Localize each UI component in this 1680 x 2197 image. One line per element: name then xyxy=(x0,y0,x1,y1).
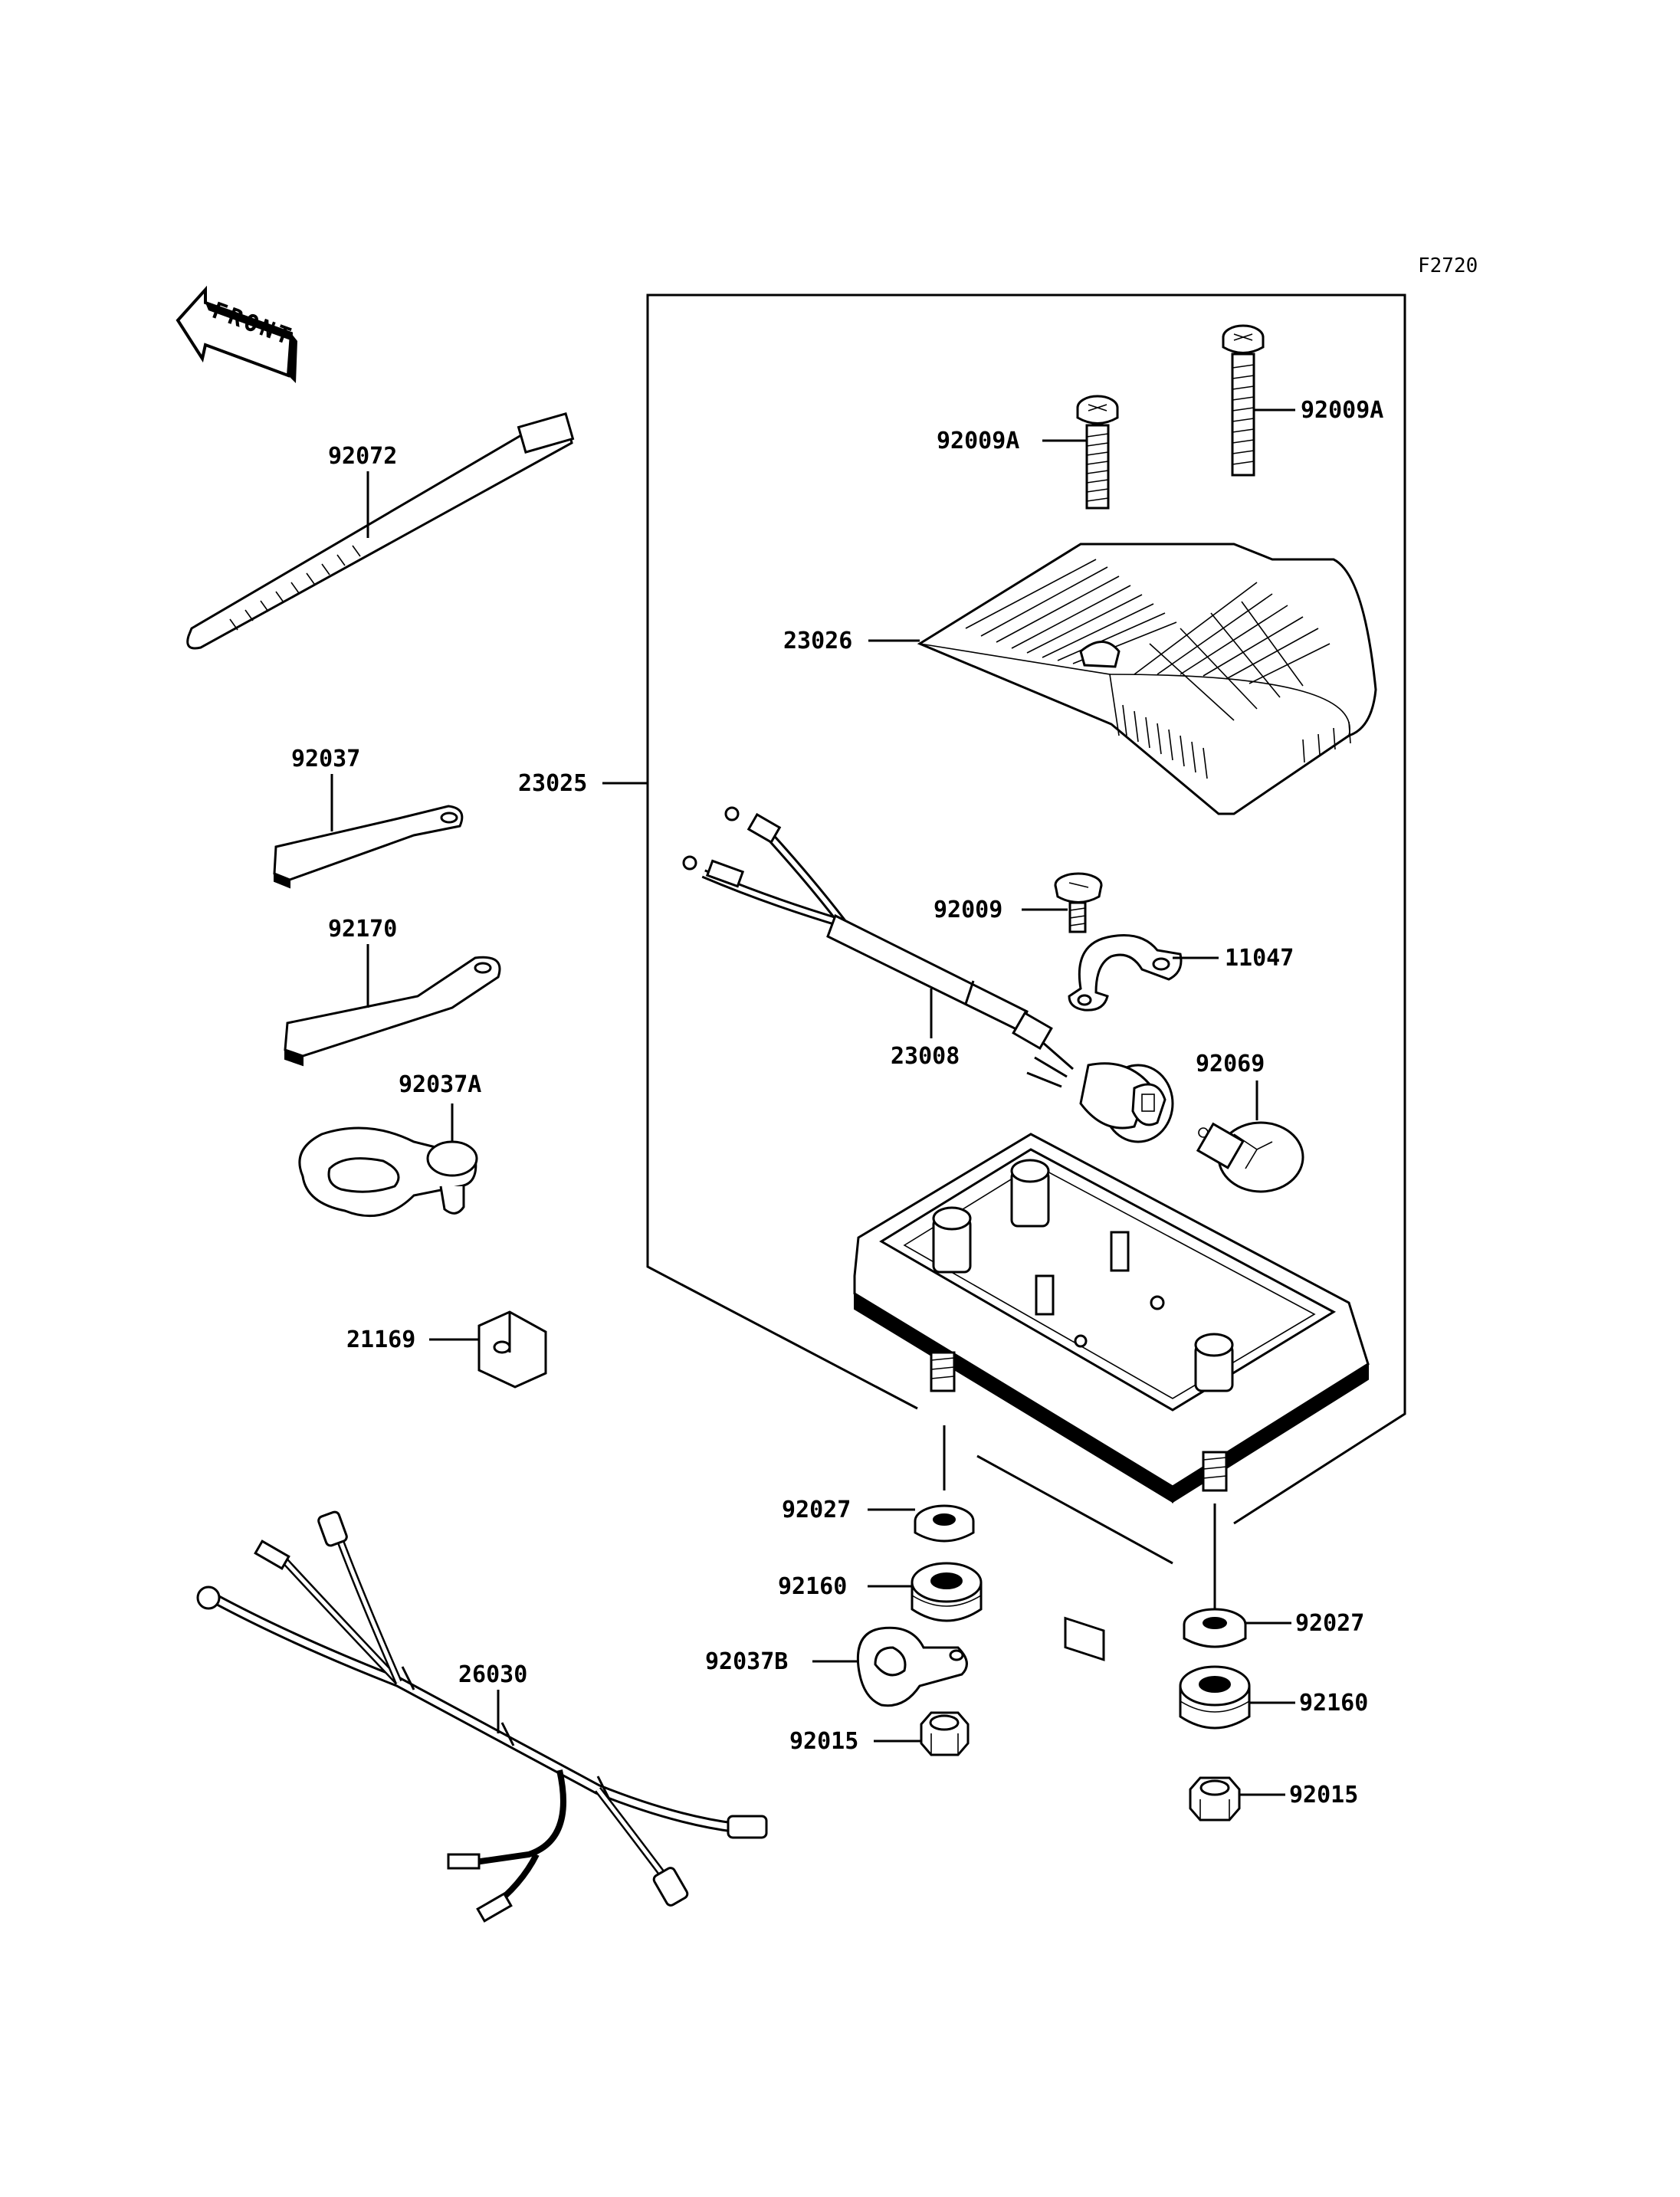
lens-cover-part xyxy=(917,543,1377,815)
label-92027-left: 92027 xyxy=(782,1497,851,1523)
bracket-part-11047 xyxy=(1068,933,1183,1012)
screw-part-92009 xyxy=(1054,872,1103,933)
clip-nut-part xyxy=(477,1310,547,1389)
wire-harness-part-26030 xyxy=(196,1510,768,1923)
nut-part-92015-left xyxy=(920,1711,970,1756)
grommet-part-92027-right xyxy=(1183,1608,1247,1648)
clamp-part-92037B xyxy=(856,1626,968,1707)
front-arrow-icon: FRONT xyxy=(176,285,297,383)
label-92160-right: 92160 xyxy=(1299,1690,1368,1717)
label-92037B: 92037B xyxy=(705,1648,788,1675)
grommet-part-92160-right xyxy=(1179,1665,1251,1730)
label-26030: 26030 xyxy=(458,1661,527,1688)
label-92015-right: 92015 xyxy=(1289,1782,1358,1808)
label-92072: 92072 xyxy=(328,443,397,470)
label-92069: 92069 xyxy=(1196,1051,1265,1077)
bulb-part-92069 xyxy=(1196,1121,1304,1193)
label-92027-right: 92027 xyxy=(1295,1610,1364,1637)
grommet-part-92160-left xyxy=(911,1562,983,1622)
label-23008: 23008 xyxy=(891,1043,960,1070)
strip-part-92170 xyxy=(284,956,501,1067)
figure-code: F2720 xyxy=(1418,254,1478,277)
label-23026: 23026 xyxy=(783,628,852,654)
label-11047: 11047 xyxy=(1225,945,1294,972)
label-92009A-right: 92009A xyxy=(1301,397,1383,424)
lamp-base-part xyxy=(853,1133,1370,1661)
post-2 xyxy=(1010,1159,1050,1228)
label-21169: 21169 xyxy=(346,1326,415,1353)
label-92170: 92170 xyxy=(328,916,397,943)
nut-part-92015-right xyxy=(1189,1776,1241,1822)
assembly-frame xyxy=(646,293,1406,1565)
label-92037A: 92037A xyxy=(399,1071,481,1098)
screw-part-92009A-right xyxy=(1222,324,1265,477)
screw-part-92009A-left xyxy=(1076,395,1119,510)
post-3 xyxy=(1194,1333,1234,1392)
socket-harness-part xyxy=(682,806,1174,1143)
post-1 xyxy=(932,1206,972,1274)
label-92037: 92037 xyxy=(291,746,360,772)
clamp-part-92037A xyxy=(298,1126,478,1218)
strip-part-92037 xyxy=(273,805,464,889)
label-23025: 23025 xyxy=(518,770,587,797)
label-92160-left: 92160 xyxy=(778,1573,847,1600)
cable-tie-part xyxy=(186,412,575,650)
grommet-part-92027-left xyxy=(914,1504,975,1543)
label-92015-left: 92015 xyxy=(789,1728,858,1755)
label-92009: 92009 xyxy=(934,897,1002,923)
label-92009A-left: 92009A xyxy=(937,428,1019,454)
